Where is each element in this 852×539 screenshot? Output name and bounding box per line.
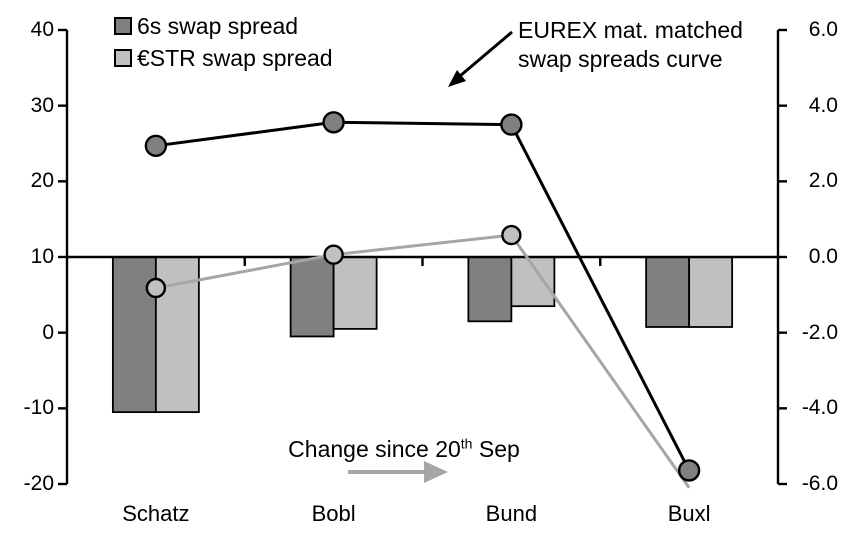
category-label: Schatz (122, 501, 190, 526)
change-annotation-superscript: th (460, 435, 473, 452)
legend-item-estr-swap-spread: €STR swap spread (114, 46, 333, 70)
right-axis-tick-label: -6.0 (801, 472, 838, 495)
legend-swatch-light-icon (114, 49, 132, 67)
left-axis-tick-label: 0 (42, 320, 54, 344)
category-label: Buxl (667, 501, 711, 526)
left-axis-tick-label: 10 (30, 245, 54, 268)
change-annotation: Change since 20th Sep (284, 435, 524, 462)
right-axis-tick-label: -4.0 (801, 396, 838, 420)
left-axis-tick-label: 20 (30, 169, 54, 193)
left-axis-tick-label: -10 (23, 396, 54, 420)
left-axis-tick-label: 40 (30, 18, 54, 41)
legend-label: 6s swap spread (137, 13, 299, 39)
left-axis-tick-label: -20 (23, 472, 54, 495)
right-axis-tick-label: 2.0 (808, 169, 838, 193)
right-axis-tick-label: 4.0 (808, 93, 838, 117)
legend-label: €STR swap spread (137, 45, 333, 71)
left-axis-tick-label: 30 (30, 93, 54, 117)
right-axis-tick-label: 6.0 (808, 18, 838, 41)
legend: 6s swap spread €STR swap spread (114, 14, 333, 78)
change-annotation-prefix: Change since 20 (288, 436, 461, 462)
eurex-annotation-line2: swap spreads curve (518, 46, 723, 72)
change-annotation-suffix: Sep (472, 436, 520, 462)
legend-swatch-dark-icon (114, 17, 132, 35)
right-axis-tick-label: 0.0 (808, 245, 838, 268)
eurex-annotation-line1: EUREX mat. matched (518, 17, 743, 43)
category-label: Bobl (311, 501, 356, 526)
right-axis-tick-label: -2.0 (801, 320, 838, 344)
eurex-annotation: EUREX mat. matched swap spreads curve (518, 16, 743, 74)
category-label: Bund (485, 501, 538, 526)
legend-item-6s-swap-spread: 6s swap spread (114, 14, 333, 38)
